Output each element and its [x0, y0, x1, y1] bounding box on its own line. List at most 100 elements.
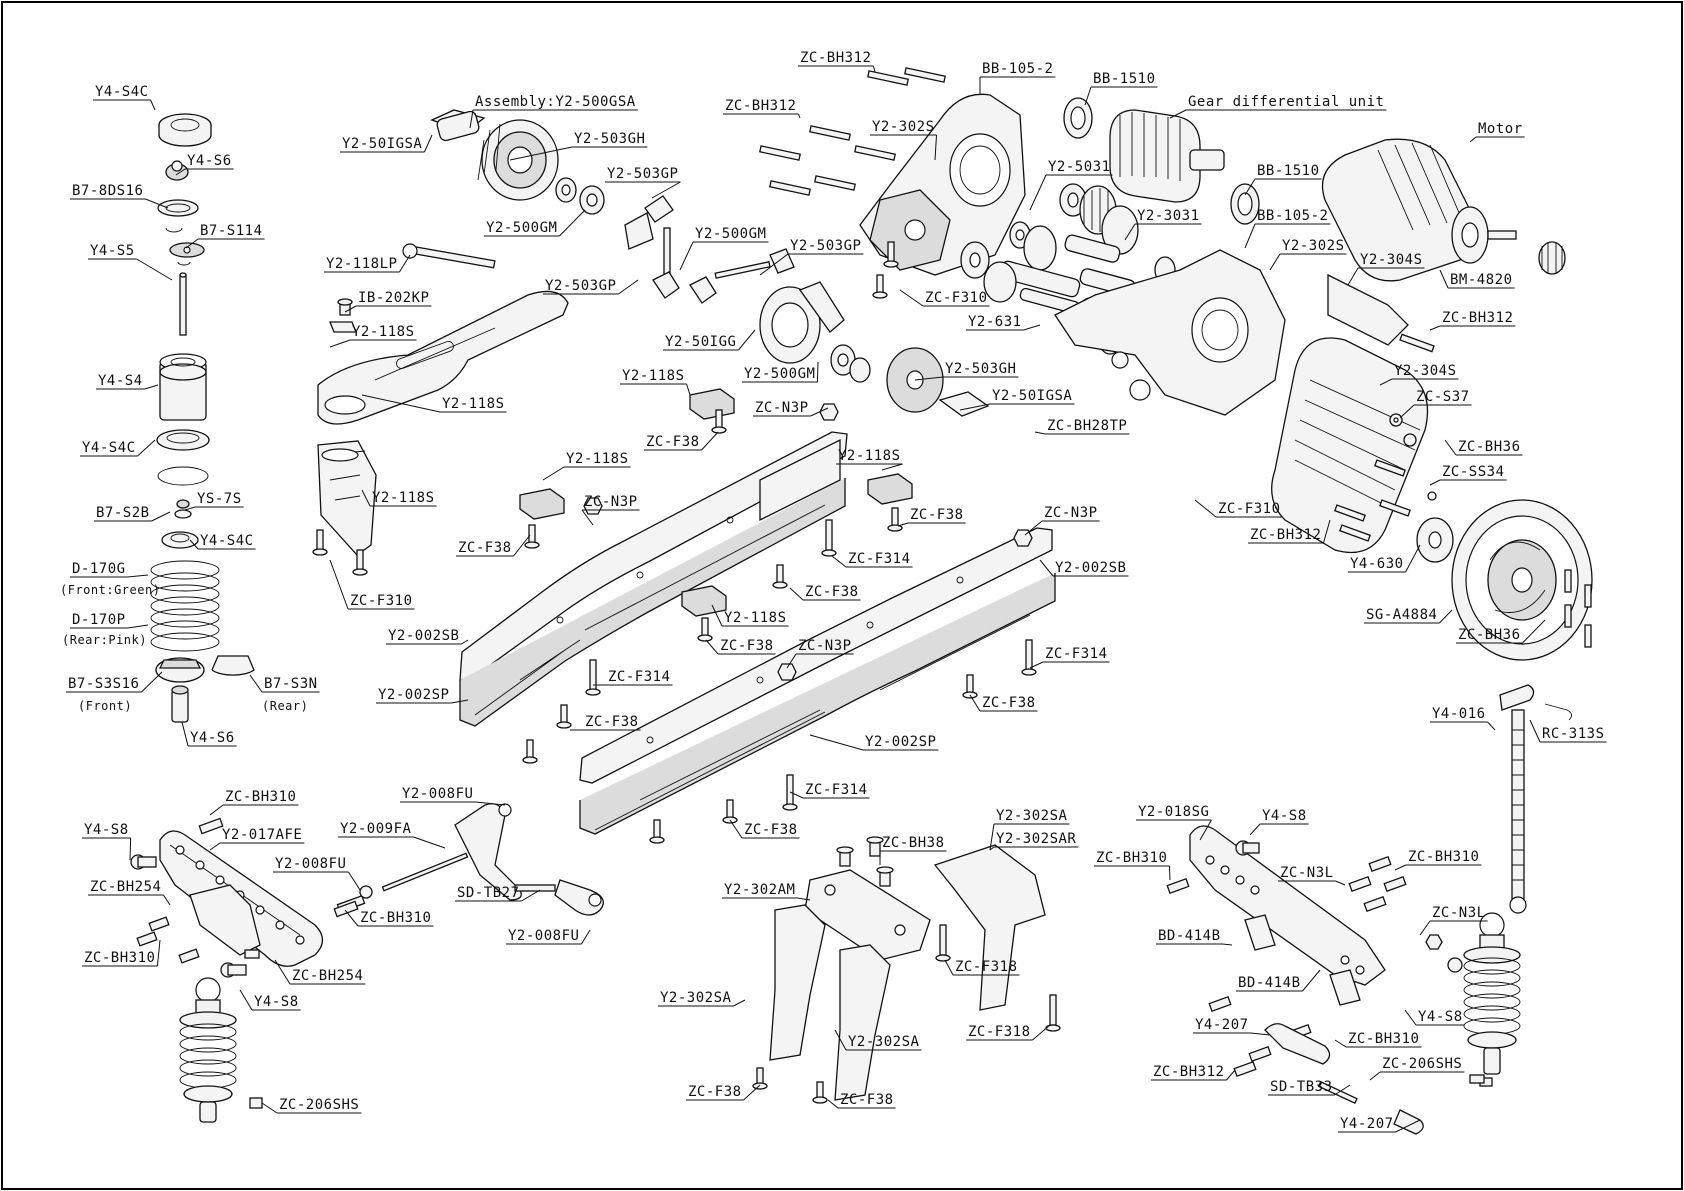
leader-line — [679, 241, 694, 271]
part-label: Y2-50IGSA — [342, 136, 422, 152]
leader-line — [1169, 109, 1187, 119]
leader-line — [181, 721, 189, 747]
leader-line — [738, 329, 756, 351]
leader-line — [1429, 479, 1441, 486]
part-label: Y2-500GM — [744, 366, 815, 382]
part-label: ZC-F318 — [968, 1024, 1031, 1040]
leader-line — [1199, 819, 1212, 841]
part-label: Y2-50IGSA — [992, 388, 1072, 404]
leader-line — [881, 463, 903, 471]
leader-line — [1399, 404, 1415, 419]
leader-line — [759, 253, 789, 276]
part-label: ZC-206SHS — [1382, 1056, 1462, 1072]
leader-line — [1469, 136, 1477, 143]
leader-line — [469, 109, 474, 129]
part-label: BD-414B — [1238, 975, 1301, 991]
leader-line — [914, 376, 944, 381]
part-label: ZC-BH38 — [882, 835, 945, 851]
leader-line — [361, 394, 441, 413]
leader-line — [1249, 823, 1261, 836]
screws-zc-f310-left — [312, 529, 368, 576]
leader-line — [209, 842, 221, 851]
part-label: B7-8DS16 — [72, 183, 143, 199]
leader-line — [1379, 378, 1393, 386]
leader-line — [959, 403, 991, 411]
part-label: ZC-F38 — [646, 434, 700, 450]
leader-line — [261, 1102, 278, 1114]
part-label: ZC-F38 — [720, 638, 774, 654]
leader-line — [249, 674, 263, 693]
part-label: B7-S2B — [96, 505, 150, 521]
leader-line — [1369, 1071, 1381, 1081]
part-label: ZC-F314 — [1045, 646, 1108, 662]
shock-exploded-stack — [150, 113, 255, 723]
body-post-and-shock-right — [1463, 684, 1572, 1087]
leader-line — [1084, 86, 1092, 106]
part-label: ZC-N3P — [798, 638, 852, 654]
leader-line — [189, 539, 199, 550]
leader-line — [151, 511, 171, 522]
leader-line — [163, 894, 171, 906]
part-label: Motor — [1478, 121, 1523, 137]
part-label: ZC-206SHS — [279, 1097, 359, 1113]
part-label: Y2-503GH — [574, 131, 645, 147]
leader-line — [989, 823, 995, 851]
leader-line — [175, 168, 186, 176]
leader-line — [789, 587, 804, 601]
leader-line — [1039, 559, 1054, 577]
leader-line — [872, 65, 876, 73]
leader-line — [1302, 969, 1321, 992]
part-label: Y2-008FU — [508, 928, 579, 944]
leader-line — [1334, 1084, 1351, 1096]
part-label: BB-105-2 — [1257, 208, 1328, 224]
part-label: ZC-BH36 — [1458, 439, 1521, 455]
part-label: ZC-BH28TP — [1047, 418, 1127, 434]
part-label: Y2-118S — [838, 448, 901, 464]
part-label: Y2-118LP — [326, 256, 397, 272]
part-label: ZC-F38 — [744, 822, 798, 838]
gearbox-housing — [759, 67, 1286, 416]
part-drawings — [130, 67, 1593, 1135]
part-label: ZC-N3P — [584, 494, 638, 510]
part-label: Y4-207 — [1195, 1017, 1249, 1033]
part-label: Y2-503GP — [790, 238, 861, 254]
part-label: ZC-BH312 — [1250, 527, 1321, 543]
leader-line — [797, 113, 801, 119]
leader-line — [1347, 267, 1359, 286]
part-label: Y2-304S — [1360, 252, 1423, 268]
part-label: Y2-017AFE — [222, 827, 302, 843]
suspension-arm — [317, 243, 569, 556]
part-label: ZC-BH310 — [1348, 1031, 1419, 1047]
part-label: Y2-118S — [352, 324, 415, 340]
leader-line — [1405, 544, 1421, 573]
leader-line — [1444, 439, 1457, 456]
part-label: ZC-N3P — [1044, 505, 1098, 521]
leader-line — [127, 574, 149, 578]
part-label: IB-202KP — [358, 290, 429, 306]
part-label: ZC-BH254 — [90, 879, 161, 895]
part-label: Assembly:Y2-500GSA — [475, 94, 636, 110]
part-label: YS-7S — [197, 491, 242, 507]
part-label: D-170P — [72, 612, 126, 628]
part-label: ZC-BH312 — [725, 98, 796, 114]
leader-line — [509, 146, 573, 161]
leader-line — [1522, 619, 1546, 644]
leader-line — [816, 361, 819, 383]
part-label: Y4-S6 — [190, 730, 235, 746]
leader-line — [944, 959, 954, 976]
label-note: (Rear) — [262, 699, 308, 713]
part-label: Y4-S8 — [84, 822, 129, 838]
leader-line — [185, 238, 199, 249]
leader-line — [581, 509, 594, 526]
leader-line — [733, 999, 746, 1007]
part-label: Y2-302SA — [996, 808, 1068, 824]
part-label: ZC-F318 — [955, 959, 1018, 975]
leader-line — [344, 305, 357, 313]
leader-line — [150, 99, 156, 111]
part-label: Y2-500GM — [695, 226, 766, 242]
leader-line — [1394, 864, 1407, 871]
part-label: Y2-50IGG — [665, 334, 736, 350]
label-note: (Front) — [78, 699, 132, 713]
part-label: ZC-F314 — [608, 669, 671, 685]
